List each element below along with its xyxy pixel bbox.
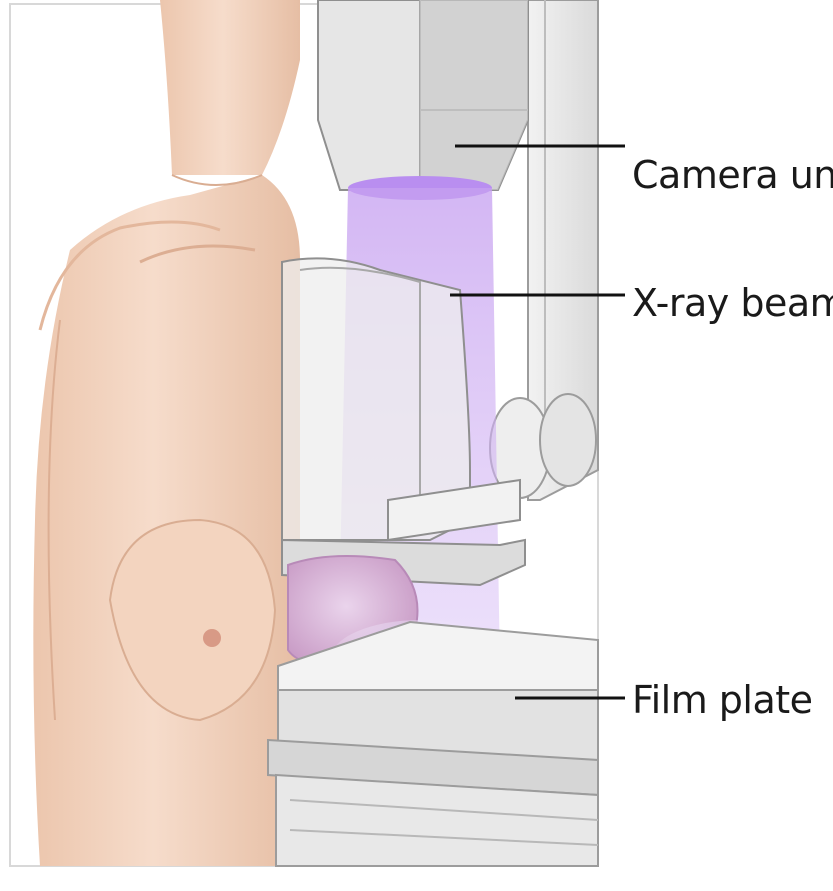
xray-beam-label: X-ray beam xyxy=(632,284,833,322)
camera-unit xyxy=(318,0,528,200)
camera-unit-label: Camera unit xyxy=(632,156,833,194)
nipple xyxy=(203,629,221,647)
film-plate xyxy=(268,620,598,866)
torso xyxy=(33,175,300,866)
film-plate-label: Film plate xyxy=(632,681,813,719)
